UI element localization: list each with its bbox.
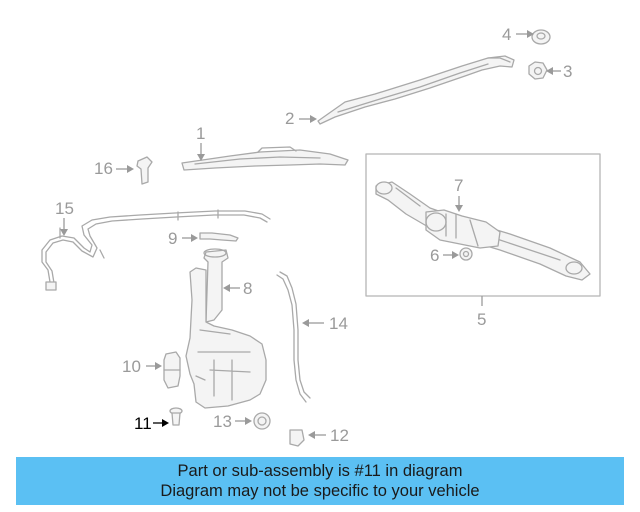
part-11-screw[interactable] — [169, 407, 183, 426]
banner-line-2: Diagram may not be specific to your vehi… — [160, 482, 480, 500]
part-16-nozzle[interactable] — [136, 156, 153, 185]
callout-12: 12 — [308, 426, 349, 445]
banner-line-1: Part or sub-assembly is #11 in diagram — [177, 462, 463, 480]
part-9-seal[interactable] — [199, 232, 239, 242]
part-3-cap[interactable] — [528, 61, 548, 80]
callout-13-label: 13 — [213, 412, 232, 431]
callout-2: 2 — [285, 109, 317, 128]
part-4-nut[interactable] — [531, 29, 551, 45]
callout-4-label: 4 — [502, 25, 511, 44]
callout-3-label: 3 — [563, 62, 572, 81]
part-2-wiper-arm[interactable] — [317, 55, 515, 125]
callout-16: 16 — [94, 159, 134, 178]
callout-5-label: 5 — [477, 310, 486, 329]
callout-2-label: 2 — [285, 109, 294, 128]
callout-15: 15 — [55, 199, 74, 236]
part-8-filler-neck[interactable] — [203, 248, 229, 323]
part-10-washer-pump[interactable] — [163, 351, 181, 389]
callout-8: 8 — [223, 279, 252, 298]
part-15-washer-hose[interactable] — [41, 209, 271, 291]
parts-diagram: 4 3 2 1 16 — [41, 25, 601, 447]
callout-10-label: 10 — [122, 357, 141, 376]
callout-11: 11 — [134, 414, 169, 433]
callout-5: 5 — [477, 296, 486, 329]
callout-14: 14 — [302, 314, 348, 333]
callout-9-label: 9 — [168, 229, 177, 248]
callout-3: 3 — [546, 62, 572, 81]
part-12-clip[interactable] — [289, 429, 305, 447]
callout-8-label: 8 — [243, 279, 252, 298]
callout-6-label: 6 — [430, 246, 439, 265]
callout-4: 4 — [502, 25, 534, 44]
callout-1-label: 1 — [196, 124, 205, 143]
callout-9: 9 — [168, 229, 198, 248]
callout-12-label: 12 — [330, 426, 349, 445]
callout-15-label: 15 — [55, 199, 74, 218]
part-5-wiper-linkage-assembly[interactable] — [365, 153, 601, 297]
callout-1: 1 — [196, 124, 205, 161]
callout-11-label: 11 — [134, 414, 152, 433]
part-1-wiper-blade[interactable] — [181, 146, 349, 171]
callout-7: 7 — [454, 176, 463, 212]
callout-16-label: 16 — [94, 159, 113, 178]
callout-14-label: 14 — [329, 314, 348, 333]
part-13-grommet[interactable] — [253, 412, 271, 430]
washer-reservoir[interactable] — [185, 267, 267, 409]
info-banner: Part or sub-assembly is #11 in diagram D… — [16, 457, 624, 505]
callout-6: 6 — [430, 246, 459, 265]
callout-7-label: 7 — [454, 176, 463, 195]
callout-10: 10 — [122, 357, 162, 376]
part-14-hose[interactable] — [276, 271, 311, 403]
part-6-nut[interactable] — [459, 247, 473, 261]
callout-13: 13 — [213, 412, 252, 431]
